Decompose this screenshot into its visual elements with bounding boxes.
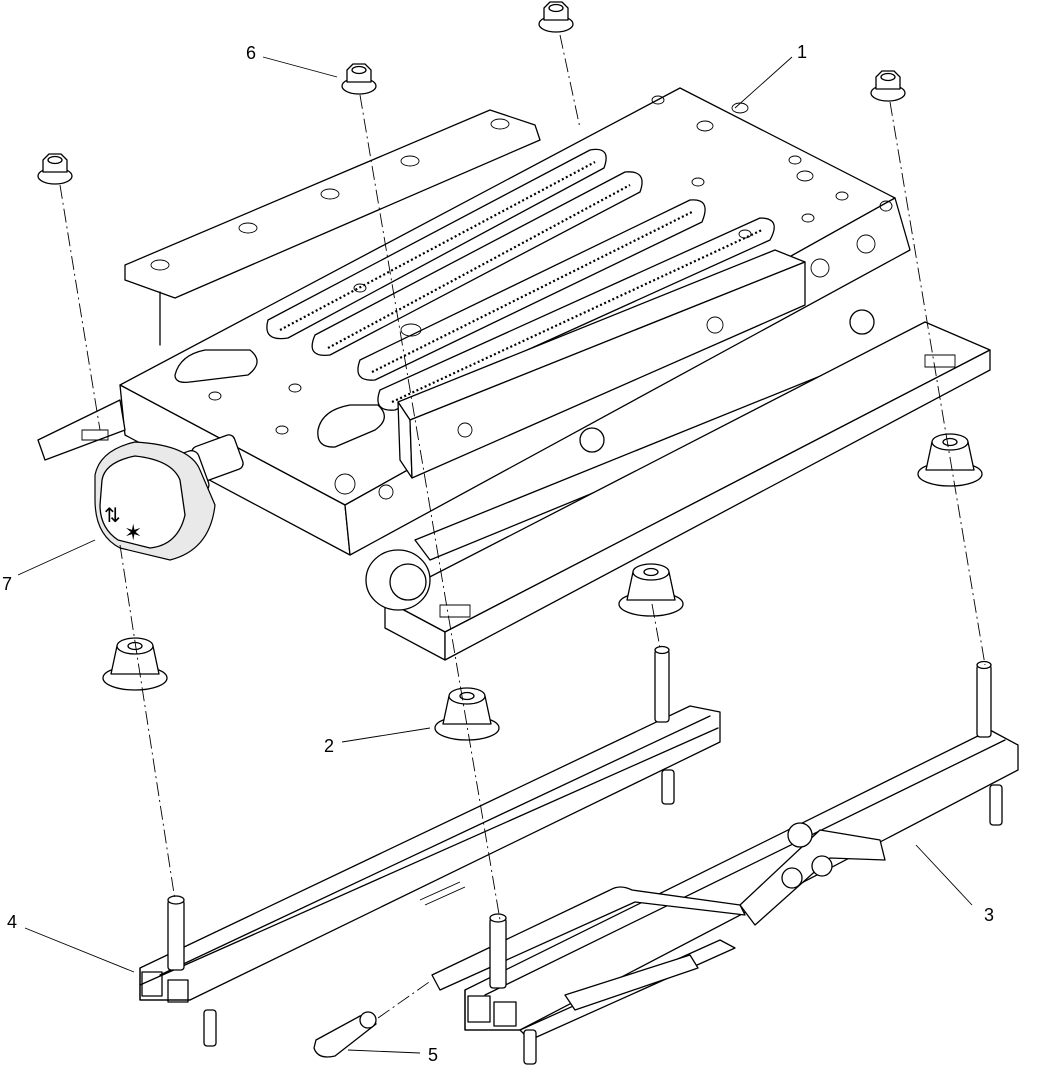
callout-5: 5 xyxy=(428,1045,438,1065)
callout-3: 3 xyxy=(984,905,994,925)
suspension-top-plate xyxy=(37,87,991,661)
callout-4: 4 xyxy=(7,912,17,932)
callout-6: 6 xyxy=(246,43,256,63)
weight-adjust-knob: ⇅ ✶ xyxy=(94,434,244,561)
right-slide-rail-with-release-handle xyxy=(431,660,1019,1065)
left-slide-rail xyxy=(139,645,721,1047)
rubber-isolators xyxy=(102,433,983,741)
pin xyxy=(313,1011,377,1058)
svg-text:⇅: ⇅ xyxy=(104,503,121,527)
callout-1: 1 xyxy=(797,42,807,62)
assembly-center-lines xyxy=(59,34,986,1019)
flange-nuts xyxy=(37,1,906,185)
callout-leaders xyxy=(17,56,973,1054)
svg-text:✶: ✶ xyxy=(124,521,142,546)
callout-2: 2 xyxy=(324,736,334,756)
callout-7: 7 xyxy=(2,574,12,594)
